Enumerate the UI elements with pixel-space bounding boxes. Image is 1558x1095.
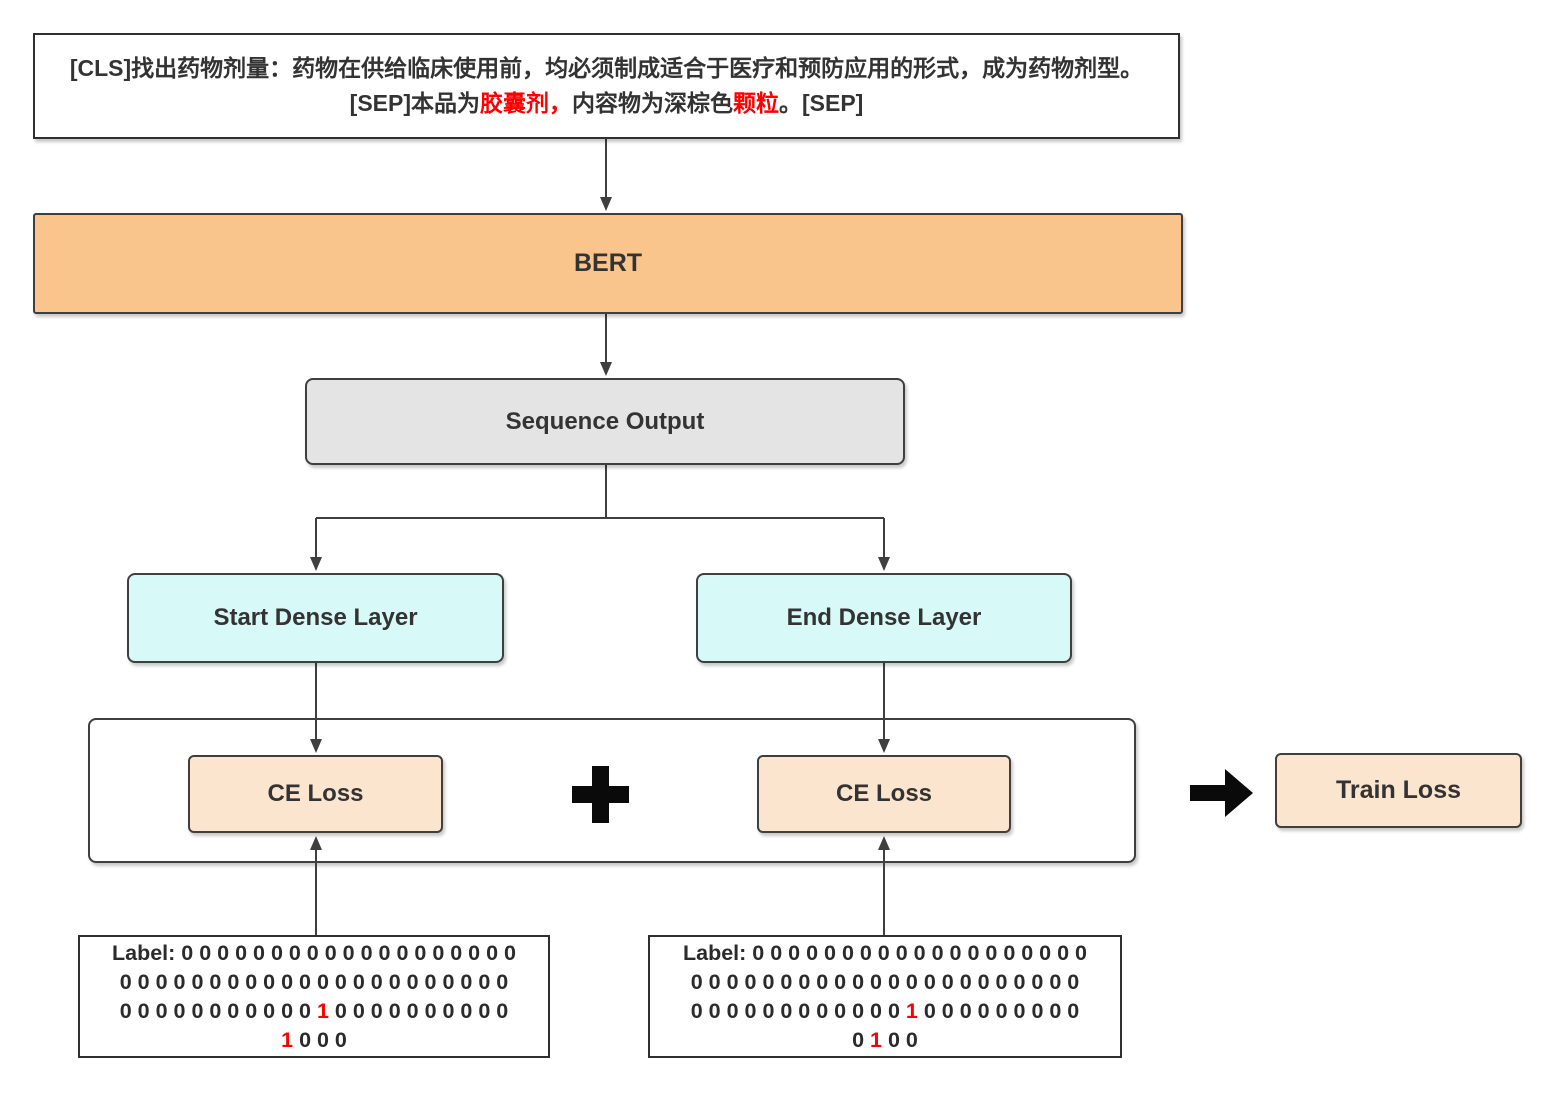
highlighted-answer-span-2: 颗粒	[733, 90, 779, 116]
end-label-line-2: 0 0 0 0 0 0 0 0 0 0 0 0 0 0 0 0 0 0 0 0 …	[690, 969, 1080, 994]
highlighted-answer-span-1: 胶囊剂，	[480, 90, 572, 116]
bert-node: BERT	[33, 213, 1183, 314]
end-label-line-4: 0 1 0 0	[852, 1027, 918, 1052]
ce-loss-start-node: CE Loss	[188, 755, 443, 833]
ce-loss-end-node: CE Loss	[757, 755, 1011, 833]
start-label-line-1: Label: 0 0 0 0 0 0 0 0 0 0 0 0 0 0 0 0 0…	[112, 940, 516, 965]
end-label-box: Label: 0 0 0 0 0 0 0 0 0 0 0 0 0 0 0 0 0…	[648, 935, 1122, 1058]
arrow-right-icon	[1190, 769, 1253, 817]
end-dense-layer-node: End Dense Layer	[696, 573, 1072, 663]
start-label-line-4: 1 0 0 0	[281, 1027, 347, 1052]
start-dense-layer-node: Start Dense Layer	[127, 573, 504, 663]
end-position-one-2: 1	[870, 1027, 883, 1052]
start-label-line-2: 0 0 0 0 0 0 0 0 0 0 0 0 0 0 0 0 0 0 0 0 …	[119, 969, 509, 994]
input-line-1: [CLS]找出药物剂量：药物在供给临床使用前，均必须制成适合于医疗和预防应用的形…	[69, 55, 1144, 81]
start-position-one-2: 1	[281, 1027, 294, 1052]
end-label-line-3: 0 0 0 0 0 0 0 0 0 0 0 0 1 0 0 0 0 0 0 0 …	[690, 998, 1080, 1023]
sequence-output-node: Sequence Output	[305, 378, 905, 465]
start-label-line-3: 0 0 0 0 0 0 0 0 0 0 0 1 0 0 0 0 0 0 0 0 …	[119, 998, 509, 1023]
input-line-2: [SEP]本品为胶囊剂，内容物为深棕色颗粒。[SEP]	[349, 90, 864, 116]
start-position-one: 1	[316, 998, 329, 1023]
train-loss-node: Train Loss	[1275, 753, 1522, 828]
start-label-box: Label: 0 0 0 0 0 0 0 0 0 0 0 0 0 0 0 0 0…	[78, 935, 550, 1058]
end-position-one: 1	[905, 998, 918, 1023]
plus-icon	[572, 766, 629, 823]
input-text-box: [CLS]找出药物剂量：药物在供给临床使用前，均必须制成适合于医疗和预防应用的形…	[33, 33, 1180, 139]
end-label-line-1: Label: 0 0 0 0 0 0 0 0 0 0 0 0 0 0 0 0 0…	[683, 940, 1087, 965]
